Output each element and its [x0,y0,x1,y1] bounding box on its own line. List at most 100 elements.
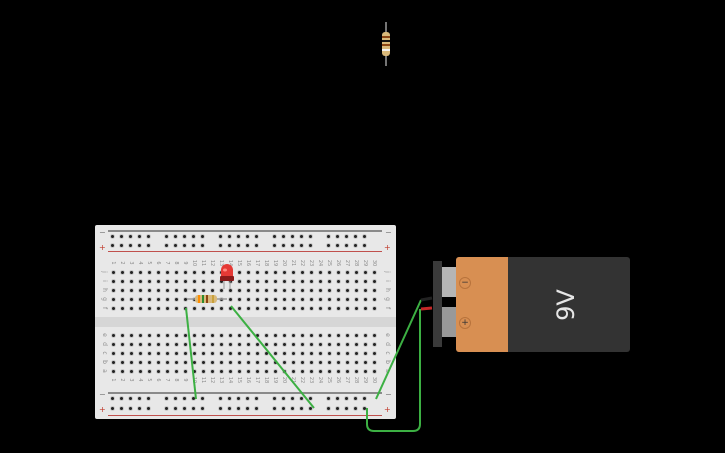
hole-d26[interactable] [337,343,340,346]
hole-e5[interactable] [148,334,151,337]
hole-j7[interactable] [166,271,169,274]
hole-h28[interactable] [355,289,358,292]
hole-g29[interactable] [364,298,367,301]
rail-hole[interactable] [138,235,141,238]
hole-e28[interactable] [355,334,358,337]
hole-a21[interactable] [292,370,295,373]
hole-e29[interactable] [364,334,367,337]
hole-b6[interactable] [157,361,160,364]
hole-h21[interactable] [292,289,295,292]
hole-j12[interactable] [211,271,214,274]
hole-c23[interactable] [310,352,313,355]
hole-c12[interactable] [211,352,214,355]
rail-hole[interactable] [111,397,114,400]
rail-hole[interactable] [183,407,186,410]
rail-hole[interactable] [237,397,240,400]
rail-hole[interactable] [219,407,222,410]
rail-hole[interactable] [345,397,348,400]
rail-hole[interactable] [129,235,132,238]
hole-e16[interactable] [247,334,250,337]
hole-d7[interactable] [166,343,169,346]
hole-i21[interactable] [292,280,295,283]
hole-f14[interactable] [229,307,232,310]
rail-hole[interactable] [192,235,195,238]
hole-f10[interactable] [193,307,196,310]
hole-e18[interactable] [265,334,268,337]
hole-i3[interactable] [130,280,133,283]
hole-f16[interactable] [247,307,250,310]
hole-d19[interactable] [274,343,277,346]
rail-hole[interactable] [165,407,168,410]
hole-i28[interactable] [355,280,358,283]
hole-a10[interactable] [193,370,196,373]
rail-hole[interactable] [354,235,357,238]
hole-h26[interactable] [337,289,340,292]
rail-hole[interactable] [309,397,312,400]
hole-h8[interactable] [175,289,178,292]
hole-f2[interactable] [121,307,124,310]
hole-d18[interactable] [265,343,268,346]
hole-i27[interactable] [346,280,349,283]
hole-h30[interactable] [373,289,376,292]
hole-d16[interactable] [247,343,250,346]
hole-h1[interactable] [112,289,115,292]
hole-d25[interactable] [328,343,331,346]
rail-hole[interactable] [336,235,339,238]
rail-hole[interactable] [237,235,240,238]
rail-hole[interactable] [282,244,285,247]
hole-i19[interactable] [274,280,277,283]
hole-i16[interactable] [247,280,250,283]
hole-d2[interactable] [121,343,124,346]
hole-a17[interactable] [256,370,259,373]
hole-g5[interactable] [148,298,151,301]
wire-bottom-neg-to-battery-neg[interactable] [375,299,422,400]
hole-i23[interactable] [310,280,313,283]
hole-i30[interactable] [373,280,376,283]
hole-b25[interactable] [328,361,331,364]
hole-c5[interactable] [148,352,151,355]
hole-b8[interactable] [175,361,178,364]
hole-j29[interactable] [364,271,367,274]
hole-a14[interactable] [229,370,232,373]
hole-b26[interactable] [337,361,340,364]
hole-b14[interactable] [229,361,232,364]
hole-c20[interactable] [283,352,286,355]
rail-hole[interactable] [273,244,276,247]
hole-d12[interactable] [211,343,214,346]
rail-hole[interactable] [300,244,303,247]
board-resistor[interactable] [187,293,227,305]
hole-i7[interactable] [166,280,169,283]
rail-hole[interactable] [165,235,168,238]
hole-g7[interactable] [166,298,169,301]
hole-g14[interactable] [229,298,232,301]
rail-hole[interactable] [201,244,204,247]
hole-b28[interactable] [355,361,358,364]
hole-c8[interactable] [175,352,178,355]
hole-f24[interactable] [319,307,322,310]
hole-c10[interactable] [193,352,196,355]
hole-h14[interactable] [229,289,232,292]
rail-hole[interactable] [255,244,258,247]
hole-j24[interactable] [319,271,322,274]
hole-c21[interactable] [292,352,295,355]
rail-hole[interactable] [246,397,249,400]
hole-i15[interactable] [238,280,241,283]
hole-a11[interactable] [202,370,205,373]
hole-c14[interactable] [229,352,232,355]
hole-f4[interactable] [139,307,142,310]
rail-hole[interactable] [228,235,231,238]
hole-c11[interactable] [202,352,205,355]
hole-d22[interactable] [301,343,304,346]
hole-i20[interactable] [283,280,286,283]
hole-a13[interactable] [220,370,223,373]
hole-a23[interactable] [310,370,313,373]
hole-g22[interactable] [301,298,304,301]
hole-b10[interactable] [193,361,196,364]
rail-hole[interactable] [363,397,366,400]
hole-g6[interactable] [157,298,160,301]
rail-hole[interactable] [327,235,330,238]
hole-j9[interactable] [184,271,187,274]
rail-hole[interactable] [120,407,123,410]
hole-h15[interactable] [238,289,241,292]
battery-pos-terminal[interactable] [442,307,456,337]
